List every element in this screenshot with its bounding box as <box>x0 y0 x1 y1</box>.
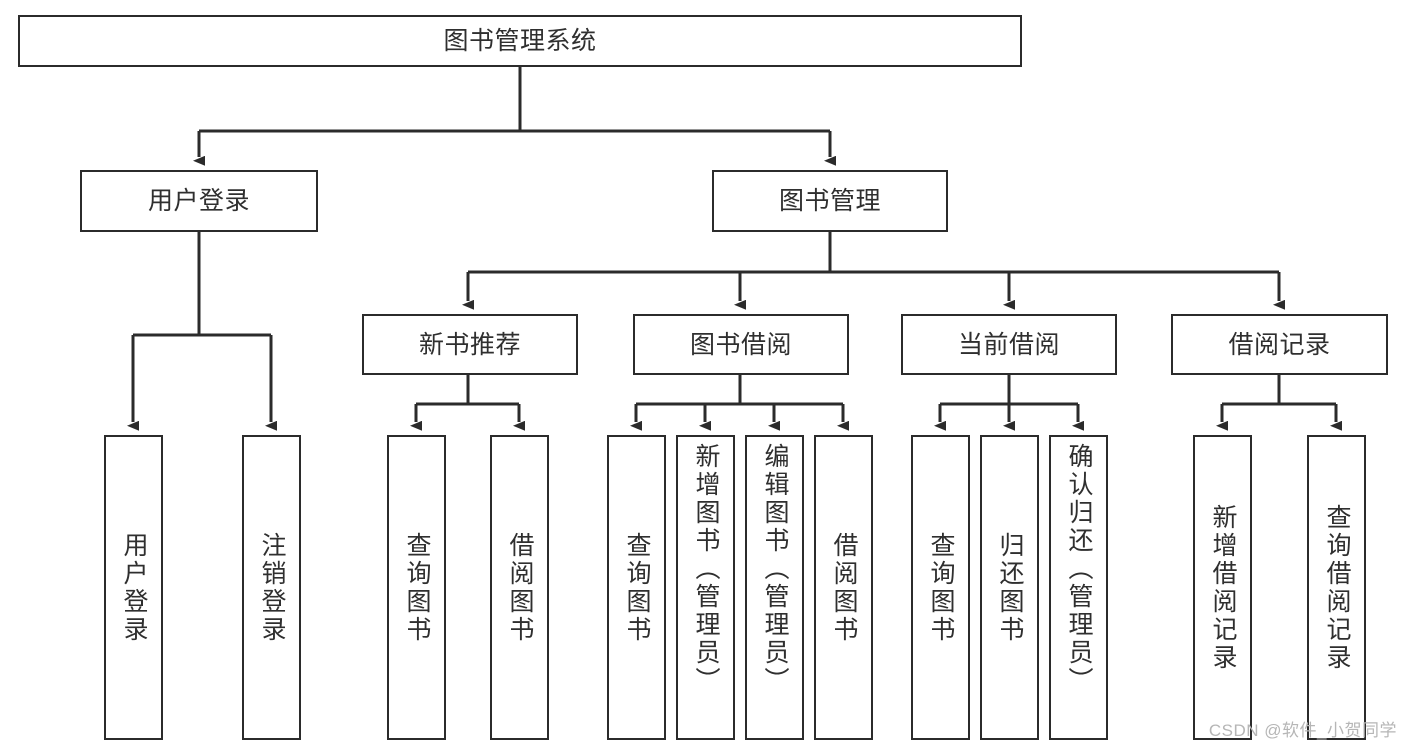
node-current-borrow-label: 当前借阅 <box>957 330 1060 359</box>
node-current-borrow[interactable]: 当前借阅 <box>901 314 1117 375</box>
node-leaf-return-book[interactable]: 归还图书 <box>980 435 1039 740</box>
node-leaf-confirm-return-label: 确认归还（管理员） <box>1065 443 1093 695</box>
node-new-book-recommend-label: 新书推荐 <box>418 330 521 359</box>
node-borrow-record-label: 借阅记录 <box>1228 330 1331 359</box>
node-book-management-label: 图书管理 <box>778 187 881 215</box>
node-leaf-query-book-3[interactable]: 查询图书 <box>911 435 970 740</box>
node-book-borrow[interactable]: 图书借阅 <box>633 314 849 375</box>
node-user-login-label: 用户登录 <box>147 187 250 215</box>
node-leaf-query-book-2-label: 查询图书 <box>623 531 651 644</box>
node-leaf-return-book-label: 归还图书 <box>996 531 1024 644</box>
csdn-watermark: CSDN @软件_小贺同学 <box>1208 721 1397 740</box>
node-leaf-logout-login[interactable]: 注销登录 <box>242 435 301 740</box>
node-leaf-user-login[interactable]: 用户登录 <box>104 435 163 740</box>
node-user-login[interactable]: 用户登录 <box>80 170 318 232</box>
node-leaf-edit-book[interactable]: 编辑图书（管理员） <box>745 435 804 740</box>
node-book-management[interactable]: 图书管理 <box>712 170 948 232</box>
node-leaf-borrow-book-2-label: 借阅图书 <box>830 531 858 644</box>
node-leaf-add-book-label: 新增图书（管理员） <box>692 443 720 695</box>
node-leaf-query-book-1[interactable]: 查询图书 <box>387 435 446 740</box>
node-leaf-borrow-book-1[interactable]: 借阅图书 <box>490 435 549 740</box>
node-new-book-recommend[interactable]: 新书推荐 <box>362 314 578 375</box>
node-leaf-add-record-label: 新增借阅记录 <box>1209 503 1237 672</box>
node-leaf-add-record[interactable]: 新增借阅记录 <box>1193 435 1252 740</box>
node-leaf-add-book[interactable]: 新增图书（管理员） <box>676 435 735 740</box>
node-leaf-query-book-3-label: 查询图书 <box>927 531 955 644</box>
node-leaf-logout-login-label: 注销登录 <box>258 531 286 644</box>
node-root-label: 图书管理系统 <box>443 27 597 55</box>
node-leaf-query-record[interactable]: 查询借阅记录 <box>1307 435 1366 740</box>
node-leaf-edit-book-label: 编辑图书（管理员） <box>761 443 789 695</box>
node-leaf-query-book-2[interactable]: 查询图书 <box>607 435 666 740</box>
node-leaf-confirm-return[interactable]: 确认归还（管理员） <box>1049 435 1108 740</box>
node-borrow-record[interactable]: 借阅记录 <box>1171 314 1388 375</box>
node-book-borrow-label: 图书借阅 <box>689 330 792 359</box>
node-leaf-borrow-book-1-label: 借阅图书 <box>506 531 534 644</box>
node-leaf-query-record-label: 查询借阅记录 <box>1323 503 1351 672</box>
node-leaf-query-book-1-label: 查询图书 <box>403 531 431 644</box>
node-leaf-borrow-book-2[interactable]: 借阅图书 <box>814 435 873 740</box>
node-leaf-user-login-label: 用户登录 <box>120 531 148 644</box>
node-root[interactable]: 图书管理系统 <box>18 15 1022 67</box>
